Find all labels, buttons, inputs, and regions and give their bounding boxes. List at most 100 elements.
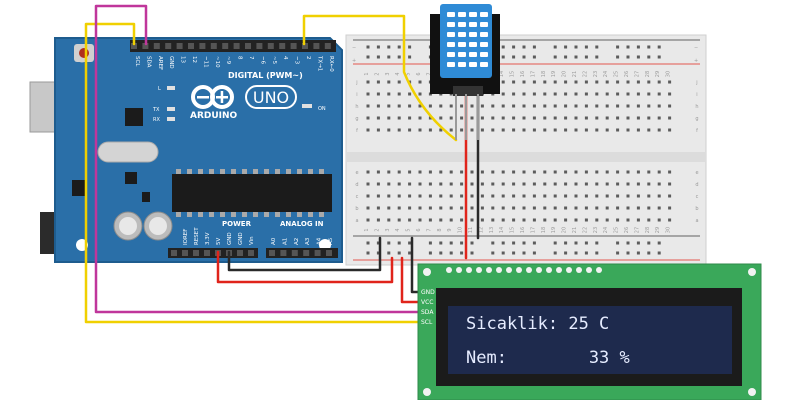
column-number: 16 (520, 227, 526, 233)
column-number: 15 (510, 227, 516, 233)
top-pin-label: SCL (134, 56, 140, 67)
wire-black-lcd-gnd (410, 236, 420, 294)
top-pin-label: RX←0 (328, 56, 334, 72)
column-number: 2 (374, 72, 380, 75)
dht-grille (447, 12, 488, 67)
column-number: 23 (593, 71, 599, 77)
row-letter: c (356, 194, 359, 200)
column-number: 7 (426, 72, 432, 75)
breadboard-body (345, 34, 707, 266)
column-number: 29 (655, 227, 661, 233)
top-pin-label: 2 (305, 56, 311, 60)
column-number: 30 (666, 227, 672, 233)
column-number: 4 (395, 72, 401, 75)
top-pin-label: ~3 (294, 56, 300, 65)
column-number: 23 (593, 227, 599, 233)
power-pin-label: 5V (216, 238, 222, 245)
arduino-logo (191, 85, 234, 109)
analog-pin-label: A2 (294, 238, 300, 245)
power-pin-label: 3.3V (205, 232, 211, 245)
rail-minus-label-top-right: − (694, 45, 698, 51)
analog-pin-label: A5 (328, 237, 334, 245)
tx-led (167, 107, 175, 111)
wire-yellow-data (302, 14, 458, 142)
row-letter: j (355, 80, 357, 86)
l-led (167, 86, 175, 90)
analog-header (266, 248, 338, 258)
column-number: 19 (551, 227, 557, 233)
top-pin-holes (131, 43, 331, 49)
lcd-screen (448, 306, 732, 374)
wire-black-gnd (227, 236, 382, 272)
column-number: 17 (530, 227, 536, 233)
analog-pin-label: A0 (271, 237, 277, 245)
lcd-pin-label: VCC (421, 299, 433, 306)
column-number: 8 (437, 228, 443, 231)
column-number: 26 (624, 71, 630, 77)
wire-magenta-sda (94, 4, 420, 314)
l-led-label: L (158, 86, 161, 92)
breadboard: − + − + 11223344556677889910101111121213… (345, 34, 707, 266)
column-number: 1 (364, 72, 370, 75)
column-number: 27 (634, 227, 640, 233)
brand-label: ARDUINO (190, 111, 238, 121)
column-number: 25 (614, 227, 620, 233)
power-label: POWER (222, 220, 252, 228)
column-number: 20 (562, 71, 568, 77)
row-letter: f (696, 128, 698, 134)
row-letter: f (356, 128, 358, 134)
lcd-line-2: Nem: 33 % (466, 348, 630, 368)
wire-yellow-scl (84, 22, 420, 324)
column-number: 10 (458, 227, 464, 233)
analog-pin-label: A1 (282, 238, 288, 245)
wire-red-lcd-vcc (400, 256, 420, 304)
column-number: 5 (406, 228, 412, 231)
column-number: 28 (645, 227, 651, 233)
rail-plus-label-top-right: + (694, 58, 698, 64)
top-pin-label: ~11 (202, 56, 208, 68)
column-number: 25 (614, 71, 620, 77)
row-letter: d (355, 182, 358, 188)
column-number: 29 (655, 71, 661, 77)
rx-led (167, 117, 175, 121)
row-letter: c (696, 194, 699, 200)
row-letter: g (695, 116, 698, 122)
column-number: 3 (385, 228, 391, 231)
row-letter: j (695, 80, 697, 86)
top-pin-label: GND (168, 56, 174, 69)
breadboard-holes (366, 45, 672, 255)
column-number: 18 (541, 71, 547, 77)
top-pin-label: ~9 (225, 56, 231, 65)
column-number: 19 (551, 71, 557, 77)
column-number: 28 (645, 71, 651, 77)
column-number: 6 (416, 228, 422, 231)
row-letter: e (695, 170, 698, 176)
column-number: 21 (572, 227, 578, 233)
usb-chip (125, 108, 143, 126)
on-led-label: ON (318, 106, 326, 112)
rx-led-label: RX (153, 117, 160, 123)
row-letter: h (355, 104, 358, 110)
dht11-sensor (430, 4, 500, 140)
column-number: 6 (416, 72, 422, 75)
column-number: 14 (499, 227, 505, 233)
column-number: 4 (395, 228, 401, 231)
top-pin-label: SDA (145, 56, 151, 68)
atmega-pins (176, 169, 324, 217)
row-letter: e (355, 170, 358, 176)
top-pin-label: AREF (157, 56, 163, 70)
analog-pin-label: A3 (305, 237, 311, 245)
power-header (168, 248, 258, 258)
top-pin-label: ~10 (214, 56, 220, 68)
column-number: 30 (666, 71, 672, 77)
top-pin-label: 7 (248, 56, 254, 60)
row-letter: d (695, 182, 698, 188)
column-number: 24 (603, 71, 609, 77)
